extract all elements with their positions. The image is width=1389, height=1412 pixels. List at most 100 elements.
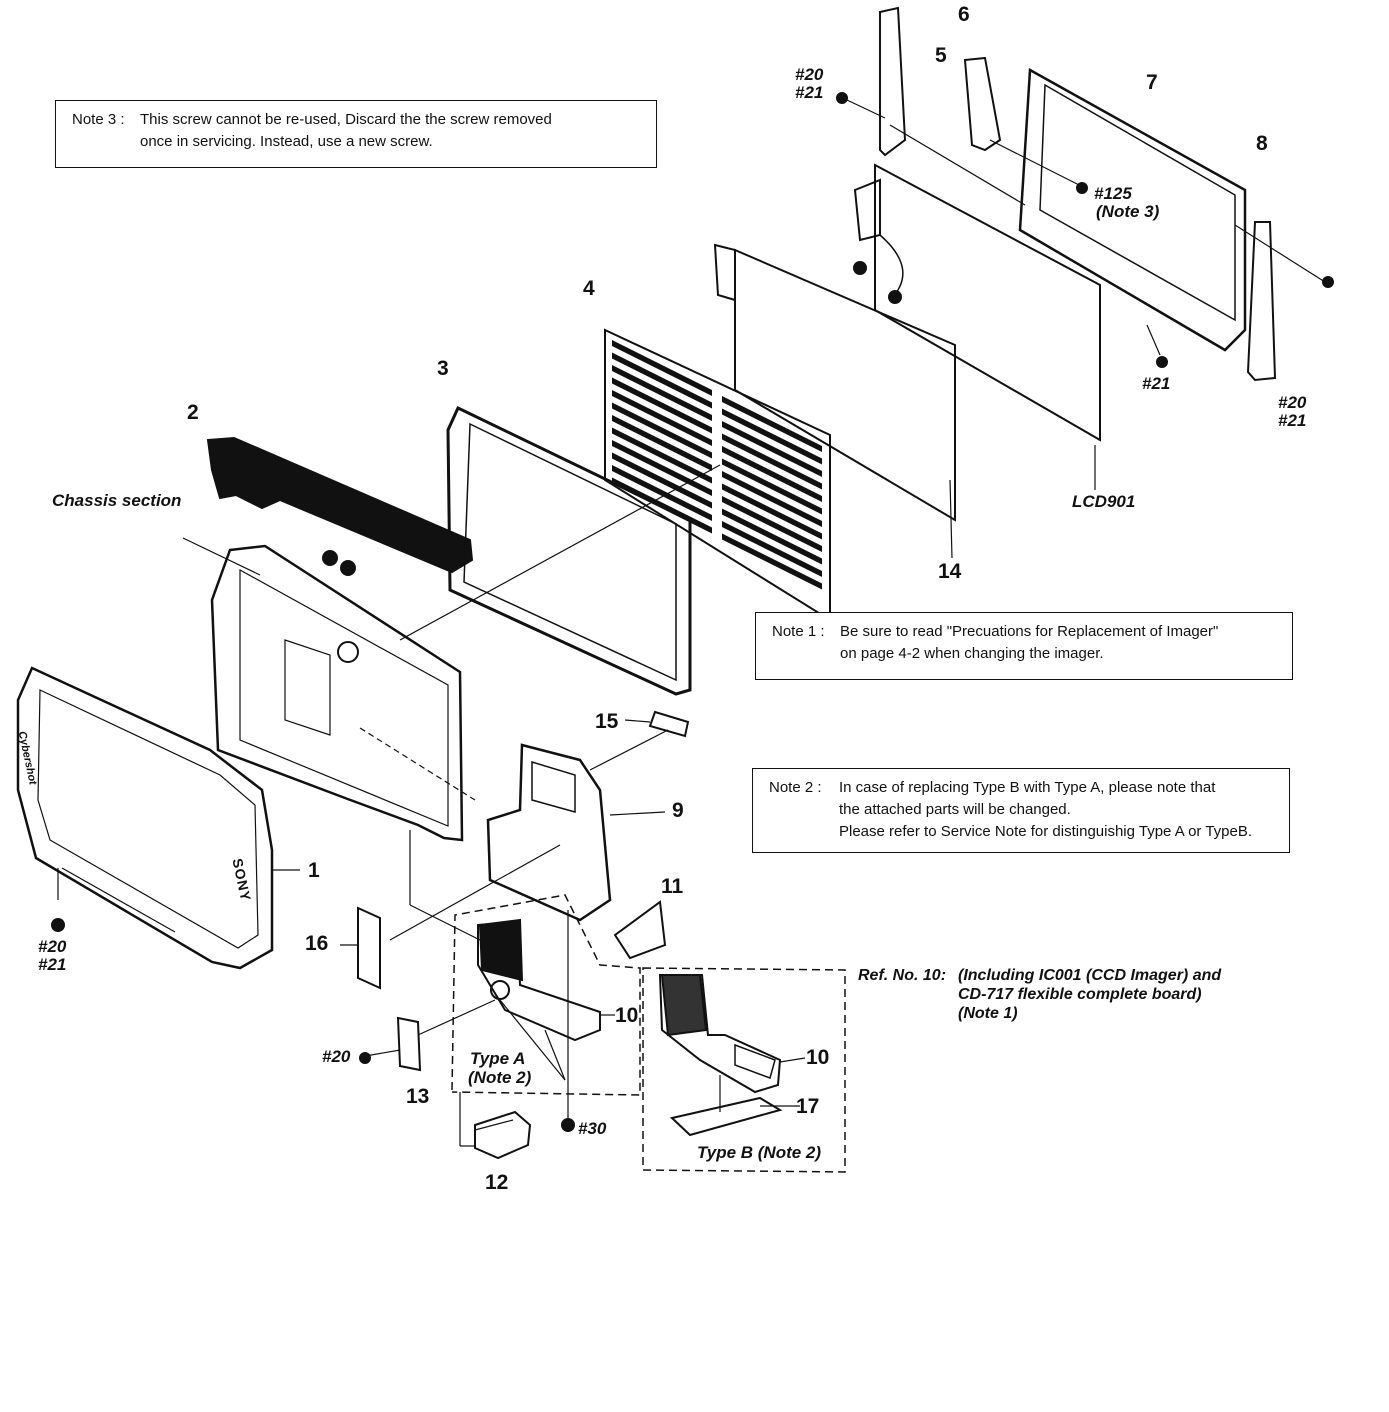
- screw-label-20-top: #20: [795, 65, 824, 84]
- part-1-front-panel: [16, 666, 274, 970]
- type-a-note-label: (Note 2): [468, 1068, 532, 1087]
- part-6-block: [963, 56, 1002, 152]
- part-11-tape: [613, 900, 667, 960]
- note-1-box: Note 1 : Be sure to read "Precuations fo…: [755, 612, 1293, 680]
- part-15-strip: [648, 710, 690, 738]
- part-label-11: 11: [661, 875, 684, 898]
- note-1-line-2: on page 4-2 when changing the imager.: [840, 645, 1104, 662]
- part-label-15: 15: [595, 710, 619, 733]
- shield-slot: [612, 402, 712, 459]
- part-2-bracket: [206, 436, 474, 574]
- shield-slot: [612, 365, 712, 421]
- shield-slot: [722, 483, 822, 540]
- screw-125: [1076, 182, 1088, 194]
- part-label-10-type-a: 10: [615, 1004, 639, 1027]
- screw-label-21-right: #21: [1278, 411, 1307, 430]
- shield-slot: [722, 508, 822, 565]
- note-2-box: Note 2 : In case of replacing Type B wit…: [752, 768, 1290, 853]
- part-9-imager-block: [486, 743, 666, 922]
- shield-slot: [612, 340, 712, 396]
- screw-label-20-right: #20: [1278, 393, 1307, 412]
- screw-label-21-top: #21: [795, 83, 824, 102]
- part-label-16: 16: [305, 932, 329, 955]
- part-13-bracket: [396, 1016, 422, 1072]
- part-label-12: 12: [485, 1171, 509, 1194]
- shield-slot: [722, 446, 822, 502]
- note-3-line-2: once in servicing. Instead, use a new sc…: [140, 133, 433, 150]
- part-label-1: 1: [308, 859, 320, 882]
- part-label-13: 13: [406, 1085, 430, 1108]
- lcd901-display: [874, 163, 1101, 442]
- part-5-bracket: [879, 6, 907, 157]
- shield-slot: [722, 521, 822, 577]
- part-label-8: 8: [1256, 132, 1268, 155]
- note-2-line-2: the attached parts will be changed.: [839, 801, 1071, 818]
- part-label-17: 17: [796, 1095, 820, 1118]
- part-12-block: [474, 1110, 532, 1160]
- shield-slot: [612, 452, 712, 509]
- screw-label-125: #125: [1094, 184, 1132, 203]
- screw-21-mid: [1156, 356, 1168, 368]
- note-2-heading: Note 2 :: [769, 779, 822, 796]
- part-label-lcd901: LCD901: [1072, 492, 1136, 511]
- part-10-type-b-board: [658, 974, 782, 1094]
- part-17-flex: [669, 1096, 783, 1137]
- part-label-6: 6: [958, 3, 970, 26]
- note-1-line-1: Be sure to read "Precuations for Replace…: [840, 623, 1219, 640]
- screw-20-bottom: [359, 1052, 371, 1064]
- part-label-3: 3: [437, 357, 449, 380]
- note-3-line-1: This screw cannot be re-used, Discard th…: [140, 111, 552, 128]
- note-3-box: Note 3 : This screw cannot be re-used, D…: [55, 100, 657, 168]
- part-label-5: 5: [935, 44, 947, 67]
- shield-slot: [722, 433, 822, 490]
- part-10-type-a-board: [477, 918, 601, 1042]
- shield-slot: [612, 477, 712, 534]
- part-label-7: 7: [1146, 71, 1158, 94]
- screw-20-21-top: [836, 92, 848, 104]
- shield-slot: [722, 471, 822, 527]
- part-label-4: 4: [583, 277, 595, 300]
- chassis-section-label: Chassis section: [52, 491, 182, 510]
- shield-slot: [722, 408, 822, 465]
- part-16-sheet: [357, 906, 381, 990]
- shield-slot: [612, 440, 712, 496]
- screw-label-125-note: (Note 3): [1096, 202, 1160, 221]
- screw-label-20-bottom: #20: [322, 1047, 351, 1066]
- screw-label-20-left: #20: [38, 937, 67, 956]
- shield-slot: [612, 390, 712, 446]
- shield-slot: [722, 421, 822, 477]
- shield-slot: [612, 427, 712, 484]
- screw-label-21-left: #21: [38, 955, 67, 974]
- shield-slot: [722, 458, 822, 515]
- type-b-label: Type B (Note 2): [697, 1143, 822, 1162]
- part-label-9: 9: [672, 799, 684, 822]
- screw-20-21-left: [51, 918, 65, 932]
- note-2-line-3: Please refer to Service Note for disting…: [839, 823, 1253, 840]
- type-a-dashed-box: [451, 894, 641, 1096]
- part-label-2: 2: [187, 401, 199, 424]
- shield-slot: [722, 496, 822, 552]
- note-1-heading: Note 1 :: [772, 623, 825, 640]
- part-8-bracket: [1246, 221, 1277, 382]
- shield-slot: [612, 465, 712, 521]
- note-2-line-1: In case of replacing Type B with Type A,…: [839, 779, 1216, 796]
- ref-note-line-1: (Including IC001 (CCD Imager) and: [958, 967, 1222, 984]
- ref-note-line-3: (Note 1): [958, 1005, 1018, 1022]
- chassis-frame: [210, 544, 464, 842]
- note-3-heading: Note 3 :: [72, 111, 125, 128]
- shield-slot: [612, 352, 712, 409]
- shield-slot: [612, 377, 712, 434]
- type-b-dashed-box: [642, 967, 846, 1173]
- type-a-label: Type A: [470, 1049, 526, 1068]
- screw-20-21-right: [1322, 276, 1334, 288]
- ref-no-10-note: Ref. No. 10: (Including IC001 (CCD Image…: [858, 966, 1288, 1026]
- shield-slot: [722, 533, 822, 590]
- screw-30: [561, 1118, 575, 1132]
- part-label-14: 14: [938, 560, 962, 583]
- screw-label-21-mid: #21: [1142, 374, 1171, 393]
- part-14-panel: [734, 248, 956, 522]
- part-label-10-type-b: 10: [806, 1046, 830, 1069]
- screw-label-30: #30: [578, 1119, 607, 1138]
